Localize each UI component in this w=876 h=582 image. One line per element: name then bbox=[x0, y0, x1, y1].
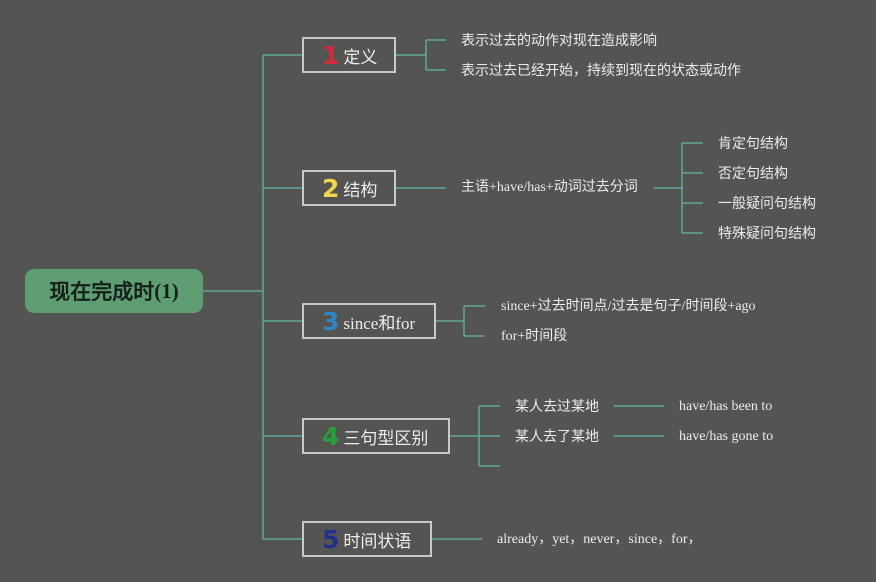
topic-number-1: 1 bbox=[322, 40, 340, 70]
topic-number-4: 4 bbox=[322, 421, 340, 451]
since-for-item[interactable]: for+时间段 bbox=[501, 329, 568, 344]
root-title: 现在完成时 bbox=[49, 280, 155, 304]
difference-phrase[interactable]: 某人去了某地 bbox=[515, 429, 599, 445]
topic-label: since和for bbox=[343, 313, 416, 333]
definition-item[interactable]: 表示过去已经开始，持续到现在的状态或动作 bbox=[461, 63, 741, 79]
structure-type[interactable]: 否定句结构 bbox=[718, 166, 788, 182]
difference-phrase[interactable]: 某人去过某地 bbox=[515, 399, 599, 415]
topic-since-for[interactable]: 3 since和for bbox=[302, 303, 436, 339]
topic-structure[interactable]: 2 结构 bbox=[302, 170, 396, 206]
structure-type[interactable]: 特殊疑问句结构 bbox=[718, 226, 816, 242]
topic-label: 结构 bbox=[343, 180, 378, 201]
topic-label: 三句型区别 bbox=[343, 428, 429, 449]
topic-adverbials[interactable]: 5 时间状语 bbox=[302, 521, 432, 557]
topic-difference[interactable]: 4 三句型区别 bbox=[302, 418, 450, 454]
adverbials-text[interactable]: already，yet，never，since，for， bbox=[497, 532, 702, 547]
structure-type[interactable]: 一般疑问句结构 bbox=[718, 196, 816, 212]
structure-type[interactable]: 肯定句结构 bbox=[718, 136, 788, 152]
topic-label: 时间状语 bbox=[343, 531, 412, 552]
difference-form[interactable]: have/has been to bbox=[679, 399, 773, 414]
root-title-suffix: (1) bbox=[154, 278, 179, 303]
topic-number-5: 5 bbox=[322, 524, 340, 554]
root-node[interactable]: 现在完成时(1) bbox=[25, 269, 203, 313]
topic-number-3: 3 bbox=[322, 306, 340, 336]
structure-formula[interactable]: 主语+have/has+动词过去分词 bbox=[461, 180, 638, 195]
difference-form[interactable]: have/has gone to bbox=[679, 429, 774, 444]
topic-label: 定义 bbox=[343, 47, 378, 68]
since-for-item[interactable]: since+过去时间点/过去是句子/时间段+ago bbox=[501, 299, 756, 314]
topic-definition[interactable]: 1 定义 bbox=[302, 37, 396, 73]
definition-item[interactable]: 表示过去的动作对现在造成影响 bbox=[461, 33, 657, 49]
topic-number-2: 2 bbox=[322, 173, 340, 203]
